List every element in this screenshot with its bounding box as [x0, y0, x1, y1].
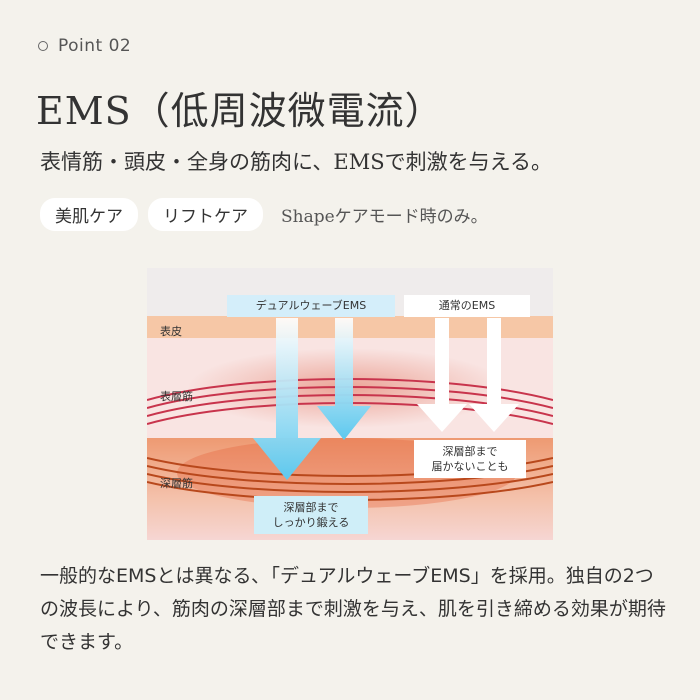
normal-ems-result: 深層部まで 届かないことも	[414, 440, 526, 478]
tag-note: Shapeケアモード時のみ。	[281, 207, 488, 227]
label-superficial-muscle: 表層筋	[160, 390, 193, 403]
normal-ems-arrow-2	[469, 318, 519, 432]
tag-list: 美肌ケア リフトケア Shapeケアモード時のみ。	[40, 198, 488, 231]
label-epidermis: 表皮	[160, 325, 182, 338]
circle-icon	[38, 41, 48, 51]
dual-wave-result-line1: 深層部まで	[283, 501, 339, 514]
dual-wave-result: 深層部まで しっかり鍛える	[254, 496, 368, 534]
ems-diagram: 表皮 表層筋 深層筋 デュアルウェーブEMS 通常のEMS 深層部まで しっかり…	[147, 268, 553, 540]
point-text: Point 02	[58, 36, 132, 56]
dual-wave-arrow-deep	[253, 318, 321, 480]
point-label: Point 02	[38, 36, 131, 56]
tag-lift-care: リフトケア	[148, 198, 263, 231]
page-subtitle: 表情筋・頭皮・全身の筋肉に、EMSで刺激を与える。	[40, 150, 552, 174]
dual-wave-arrow-shallow	[317, 318, 371, 440]
dual-wave-ems-label: デュアルウェーブEMS	[227, 295, 395, 317]
page-title: EMS（低周波微電流）	[36, 89, 444, 133]
label-deep-muscle: 深層筋	[160, 477, 193, 490]
normal-ems-arrow-1	[417, 318, 467, 432]
normal-ems-result-line2: 届かないことも	[431, 460, 509, 473]
description: 一般的なEMSとは異なる､「デュアルウェーブEMS」を採用。独自の2つの波長によ…	[40, 565, 666, 653]
normal-ems-result-line1: 深層部まで	[442, 445, 498, 458]
ems-diagram-graphic	[147, 268, 553, 540]
normal-ems-label: 通常のEMS	[404, 295, 530, 317]
tag-beauty-skin: 美肌ケア	[40, 198, 138, 231]
dual-wave-result-line2: しっかり鍛える	[272, 516, 350, 529]
